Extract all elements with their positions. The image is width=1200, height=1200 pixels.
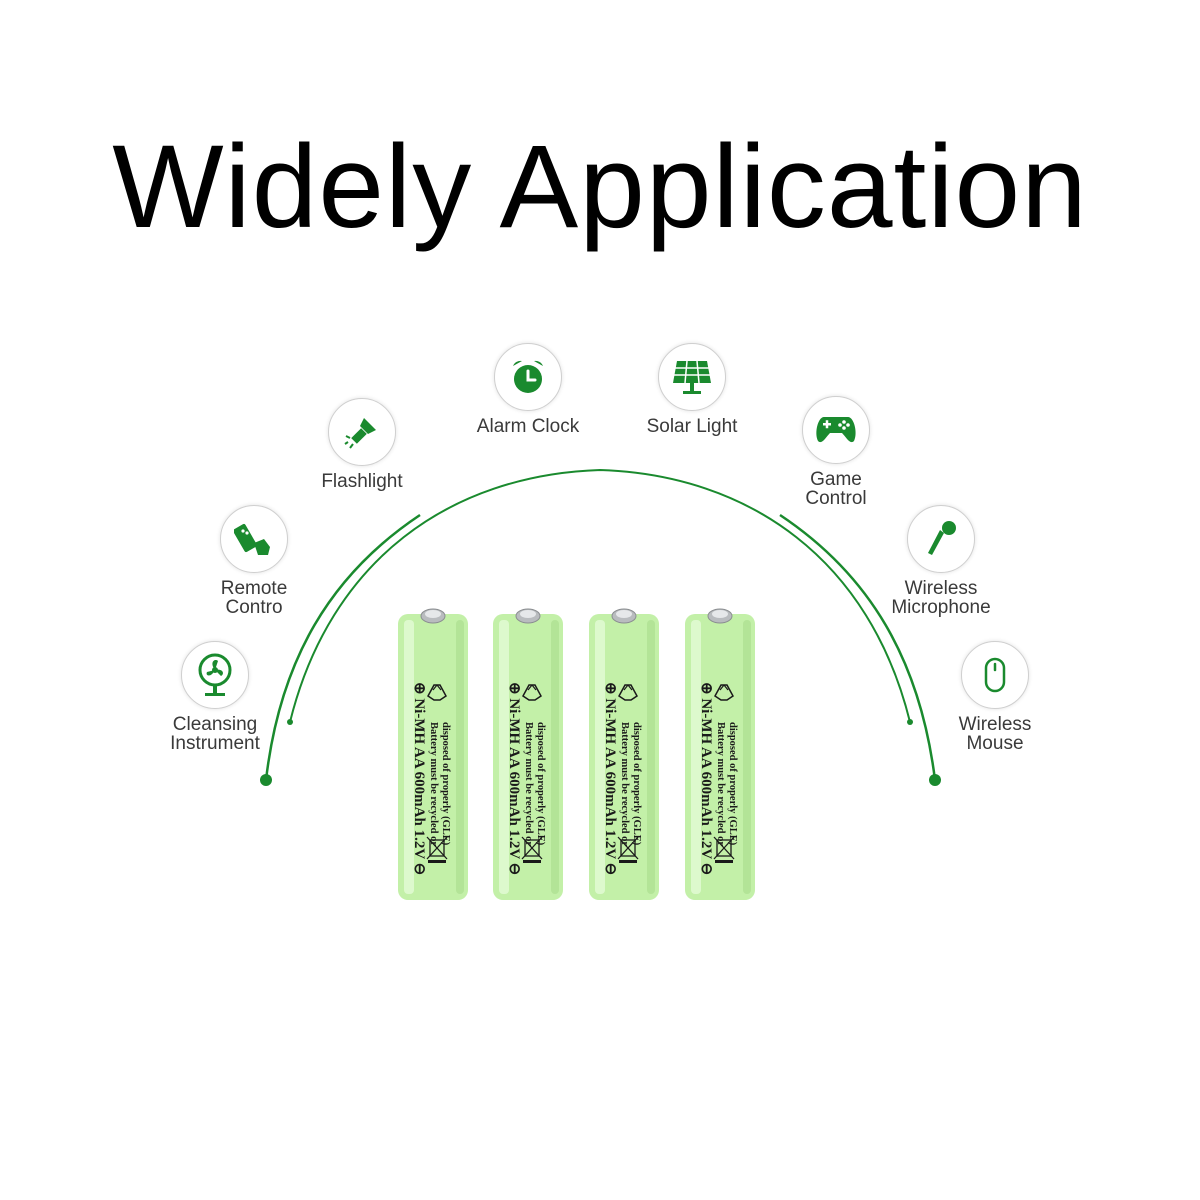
battery-highlight: [499, 620, 509, 894]
app-label-line1: Flashlight: [321, 471, 403, 492]
battery-label: ⊕ Ni-MH AA 600mAh 1.2V ⊖Battery must be …: [411, 682, 451, 875]
app-label-line1: Alarm Clock: [476, 416, 580, 437]
battery-highlight: [404, 620, 414, 894]
app-label-line1: Remote: [220, 578, 288, 599]
battery-terminal-top: [712, 610, 728, 618]
battery-dispose-text: disposed of properly (GLE): [727, 722, 738, 846]
app-label-line2: Microphone: [891, 597, 991, 618]
outer-arc-left: [264, 513, 421, 781]
outer-arc-right: [779, 513, 937, 781]
crossed-bin-icon: [713, 836, 735, 863]
app-label-line2: Instrument: [170, 733, 260, 754]
battery-shadow: [743, 620, 751, 894]
outer-arc-left-dot: [260, 774, 272, 786]
app-flashlight: Flashlight: [262, 398, 462, 491]
battery-dispose-text: disposed of properly (GLE): [440, 722, 451, 846]
solar-panel-icon: [658, 343, 726, 411]
battery-terminal-top: [520, 610, 536, 618]
battery: ⊕ Ni-MH AA 600mAh 1.2V ⊖Battery must be …: [685, 608, 755, 900]
inner-arc-right-dot: [907, 719, 913, 725]
battery: ⊕ Ni-MH AA 600mAh 1.2V ⊖Battery must be …: [589, 608, 659, 900]
app-label-line2: Control: [805, 488, 867, 509]
battery-dispose-text: disposed of properly (GLE): [631, 722, 642, 846]
app-solar-light: Solar Light: [592, 343, 792, 436]
battery-group: ⊕ Ni-MH AA 600mAh 1.2V ⊖Battery must be …: [398, 608, 755, 900]
recycle-icon: [714, 684, 734, 701]
app-label-line2: Mouse: [966, 733, 1024, 754]
battery-recycle-text: Battery must be recycled or: [715, 722, 726, 846]
battery-shadow: [456, 620, 464, 894]
battery-highlight: [691, 620, 701, 894]
battery-body: [685, 614, 755, 900]
battery-highlight: [595, 620, 605, 894]
app-label-line1: Wireless: [958, 714, 1032, 735]
battery-model-text: ⊕ Ni-MH AA 600mAh 1.2V ⊖: [698, 682, 714, 875]
app-label-line2: Contro: [225, 597, 283, 618]
app-label-line1: Wireless: [904, 578, 978, 599]
inner-arc-left-dot: [287, 719, 293, 725]
crossed-bin-icon: [617, 836, 639, 863]
battery-terminal-top: [425, 610, 441, 618]
battery-recycle-text: Battery must be recycled or: [428, 722, 439, 846]
battery-body: [493, 614, 563, 900]
battery-model-text: ⊕ Ni-MH AA 600mAh 1.2V ⊖: [602, 682, 618, 875]
crossed-bin-icon: [426, 836, 448, 863]
gamepad-icon: [802, 396, 870, 464]
battery-dispose-text: disposed of properly (GLE): [535, 722, 546, 846]
app-alarm-clock: Alarm Clock: [428, 343, 628, 436]
battery-shadow: [647, 620, 655, 894]
battery-body: [398, 614, 468, 900]
fan-icon: [181, 641, 249, 709]
battery: ⊕ Ni-MH AA 600mAh 1.2V ⊖Battery must be …: [398, 608, 468, 900]
page-title: Widely Application: [112, 121, 1088, 253]
battery-label: ⊕ Ni-MH AA 600mAh 1.2V ⊖Battery must be …: [506, 682, 546, 875]
outer-arc-right-dot: [929, 774, 941, 786]
inner-arc: [289, 468, 911, 723]
alarm-clock-icon: [494, 343, 562, 411]
crossed-bin-icon: [521, 836, 543, 863]
recycle-icon: [618, 684, 638, 701]
app-label-line1: Game: [810, 469, 862, 490]
battery-label: ⊕ Ni-MH AA 600mAh 1.2V ⊖Battery must be …: [602, 682, 642, 875]
mouse-icon: [961, 641, 1029, 709]
battery-model-text: ⊕ Ni-MH AA 600mAh 1.2V ⊖: [411, 682, 427, 875]
battery-label: ⊕ Ni-MH AA 600mAh 1.2V ⊖Battery must be …: [698, 682, 738, 875]
app-label-line1: Cleansing: [172, 714, 258, 735]
battery-model-text: ⊕ Ni-MH AA 600mAh 1.2V ⊖: [506, 682, 522, 875]
battery: ⊕ Ni-MH AA 600mAh 1.2V ⊖Battery must be …: [493, 608, 563, 900]
recycle-icon: [522, 684, 542, 701]
flashlight-icon: [328, 398, 396, 466]
battery-body: [589, 614, 659, 900]
battery-recycle-text: Battery must be recycled or: [619, 722, 630, 846]
app-label-line1: Solar Light: [646, 416, 738, 437]
battery-recycle-text: Battery must be recycled or: [523, 722, 534, 846]
battery-terminal-top: [616, 610, 632, 618]
battery-shadow: [551, 620, 559, 894]
recycle-icon: [427, 684, 447, 701]
microphone-icon: [907, 505, 975, 573]
remote-control-icon: [220, 505, 288, 573]
